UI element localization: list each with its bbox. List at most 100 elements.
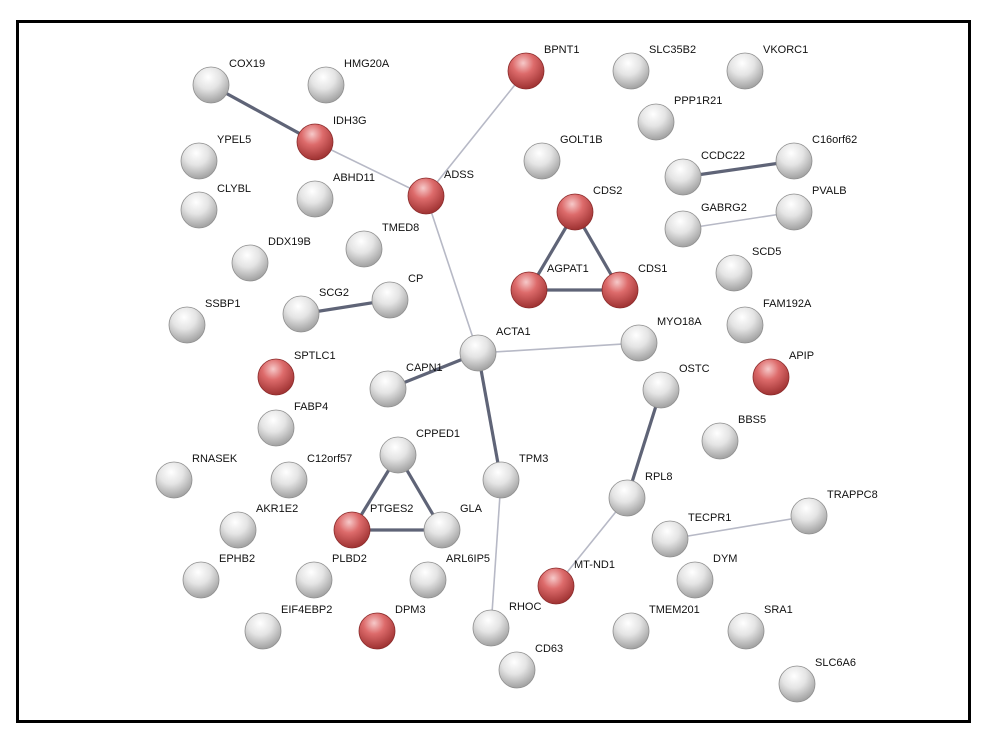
node-circle[interactable] [231,244,269,282]
node-circle[interactable] [612,612,650,650]
node-GOLT1B[interactable]: GOLT1B [523,134,603,180]
node-CAPN1[interactable]: CAPN1 [369,362,443,408]
node-IDH3G[interactable]: IDH3G [296,115,367,161]
node-RNASEK[interactable]: RNASEK [155,453,238,499]
node-circle[interactable] [180,142,218,180]
node-SCD5[interactable]: SCD5 [715,246,781,292]
node-SPTLC1[interactable]: SPTLC1 [257,350,336,396]
node-circle[interactable] [507,52,545,90]
node-CLYBL[interactable]: CLYBL [180,183,251,229]
node-circle[interactable] [642,371,680,409]
node-circle[interactable] [257,358,295,396]
node-circle[interactable] [556,193,594,231]
node-VKORC1[interactable]: VKORC1 [726,44,808,90]
node-CPPED1[interactable]: CPPED1 [379,428,460,474]
node-CCDC22[interactable]: CCDC22 [664,150,745,196]
node-SCG2[interactable]: SCG2 [282,287,349,333]
node-circle[interactable] [701,422,739,460]
edge-GABRG2-PVALB[interactable] [682,211,795,230]
node-APIP[interactable]: APIP [752,350,814,396]
node-circle[interactable] [371,281,409,319]
node-RHOC[interactable]: RHOC [472,601,541,647]
node-ACTA1[interactable]: ACTA1 [459,326,531,372]
node-circle[interactable] [192,66,230,104]
node-circle[interactable] [752,358,790,396]
edge-OSTC-RPL8[interactable] [625,389,663,499]
edge-ADSS-ACTA1[interactable] [425,195,479,354]
node-circle[interactable] [727,612,765,650]
node-circle[interactable] [482,461,520,499]
edge-TECPR1-TRAPPC8[interactable] [669,515,810,540]
node-circle[interactable] [664,158,702,196]
node-SRA1[interactable]: SRA1 [727,604,793,650]
node-PPP1R21[interactable]: PPP1R21 [637,95,722,141]
node-PVALB[interactable]: PVALB [775,185,847,231]
node-SSBP1[interactable]: SSBP1 [168,298,240,344]
node-YPEL5[interactable]: YPEL5 [180,134,251,180]
node-OSTC[interactable]: OSTC [642,363,710,409]
node-circle[interactable] [620,324,658,362]
node-circle[interactable] [608,479,646,517]
node-MT-ND1[interactable]: MT-ND1 [537,559,615,605]
edge-BPNT1-ADSS[interactable] [425,70,527,197]
node-circle[interactable] [345,230,383,268]
node-circle[interactable] [523,142,561,180]
node-circle[interactable] [168,306,206,344]
node-PTGES2[interactable]: PTGES2 [333,503,413,549]
node-CP[interactable]: CP [371,273,423,319]
node-DPM3[interactable]: DPM3 [358,604,426,650]
node-TMED8[interactable]: TMED8 [345,222,419,268]
node-circle[interactable] [726,306,764,344]
edge-ACTA1-TPM3[interactable] [476,352,503,481]
node-circle[interactable] [498,651,536,689]
node-circle[interactable] [182,561,220,599]
node-circle[interactable] [270,461,308,499]
node-SLC35B2[interactable]: SLC35B2 [612,44,696,90]
node-TMEM201[interactable]: TMEM201 [612,604,700,650]
node-circle[interactable] [155,461,193,499]
node-circle[interactable] [459,334,497,372]
node-HMG20A[interactable]: HMG20A [307,58,390,104]
node-circle[interactable] [244,612,282,650]
node-circle[interactable] [295,561,333,599]
node-circle[interactable] [296,180,334,218]
node-circle[interactable] [664,210,702,248]
edge-TPM3-RHOC[interactable] [490,479,502,629]
node-RPL8[interactable]: RPL8 [608,471,673,517]
node-circle[interactable] [423,511,461,549]
node-circle[interactable] [510,271,548,309]
node-BPNT1[interactable]: BPNT1 [507,44,579,90]
node-TPM3[interactable]: TPM3 [482,453,548,499]
node-BBS5[interactable]: BBS5 [701,414,766,460]
node-circle[interactable] [775,193,813,231]
node-COX19[interactable]: COX19 [192,58,265,104]
node-SLC6A6[interactable]: SLC6A6 [778,657,856,703]
node-EIF4EBP2[interactable]: EIF4EBP2 [244,604,332,650]
node-circle[interactable] [775,142,813,180]
node-circle[interactable] [379,436,417,474]
node-circle[interactable] [778,665,816,703]
node-circle[interactable] [537,567,575,605]
node-circle[interactable] [715,254,753,292]
node-TECPR1[interactable]: TECPR1 [651,512,731,558]
node-circle[interactable] [407,177,445,215]
node-circle[interactable] [180,191,218,229]
node-circle[interactable] [612,52,650,90]
node-circle[interactable] [409,561,447,599]
node-circle[interactable] [676,561,714,599]
node-circle[interactable] [369,370,407,408]
node-circle[interactable] [637,103,675,141]
node-ARL6IP5[interactable]: ARL6IP5 [409,553,490,599]
node-CDS2[interactable]: CDS2 [556,185,622,231]
node-circle[interactable] [601,271,639,309]
node-TRAPPC8[interactable]: TRAPPC8 [790,489,878,535]
node-FAM192A[interactable]: FAM192A [726,298,812,344]
node-MYO18A[interactable]: MYO18A [620,316,702,362]
node-ADSS[interactable]: ADSS [407,169,474,215]
node-circle[interactable] [651,520,689,558]
node-AGPAT1[interactable]: AGPAT1 [510,263,589,309]
node-AKR1E2[interactable]: AKR1E2 [219,503,298,549]
edge-CCDC22-C16orf62[interactable] [682,159,795,179]
node-circle[interactable] [257,409,295,447]
node-circle[interactable] [726,52,764,90]
